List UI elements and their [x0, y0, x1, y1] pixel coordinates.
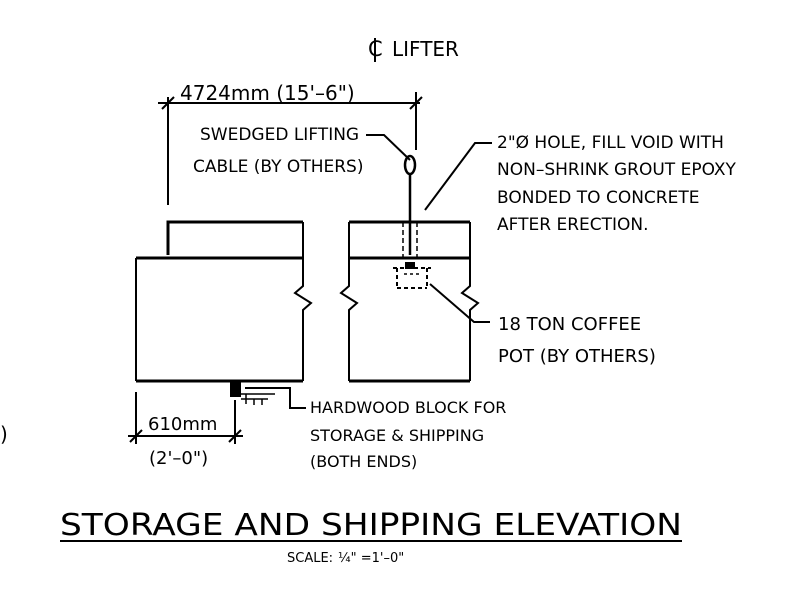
overall-dimension-line [158, 92, 423, 205]
grout-hole-hidden-lines [402, 222, 418, 258]
block-dimension-line [128, 392, 243, 444]
hole-leader [424, 142, 492, 211]
edge-fragment: ) [0, 422, 8, 446]
block-leader [245, 387, 306, 409]
centerline-symbol-icon: C [368, 37, 383, 62]
overall-dimension-text: 4724mm (15'–6") [180, 81, 355, 105]
block-note-line-1: HARDWOOD BLOCK FOR [310, 398, 506, 417]
cable-note-line-1: SWEDGED LIFTING [200, 125, 359, 145]
coffee-pot-note-line-1: 18 TON COFFEE [498, 314, 641, 335]
cable-note-line-2: CABLE (BY OTHERS) [193, 157, 363, 177]
coffee-pot-icon [393, 262, 431, 289]
hole-note-line-2: NON–SHRINK GROUT EPOXY [497, 160, 737, 180]
hole-note-line-1: 2"Ø HOLE, FILL VOID WITH [497, 133, 724, 153]
beam-left-segment [135, 220, 313, 383]
beam-right-segment [339, 220, 480, 383]
hardwood-block-icon [230, 381, 275, 405]
drawing-title: STORAGE AND SHIPPING ELEVATION [60, 508, 682, 543]
lifting-cable-icon [403, 154, 417, 255]
block-dimension-imperial: (2'–0") [149, 448, 208, 469]
scale-label: SCALE: [287, 551, 333, 566]
coffee-pot-note-line-2: POT (BY OTHERS) [498, 346, 656, 367]
cable-leader [366, 134, 411, 161]
block-note-line-2: STORAGE & SHIPPING [310, 426, 484, 445]
block-dimension-metric: 610mm [148, 414, 217, 435]
centerline-label: LIFTER [392, 37, 459, 61]
block-note-line-3: (BOTH ENDS) [310, 452, 417, 471]
scale-value: ¼" =1'–0" [338, 551, 404, 566]
coffee-pot-leader [429, 283, 490, 323]
hole-note-line-4: AFTER ERECTION. [497, 215, 649, 235]
hole-note-line-3: BONDED TO CONCRETE [497, 188, 699, 208]
